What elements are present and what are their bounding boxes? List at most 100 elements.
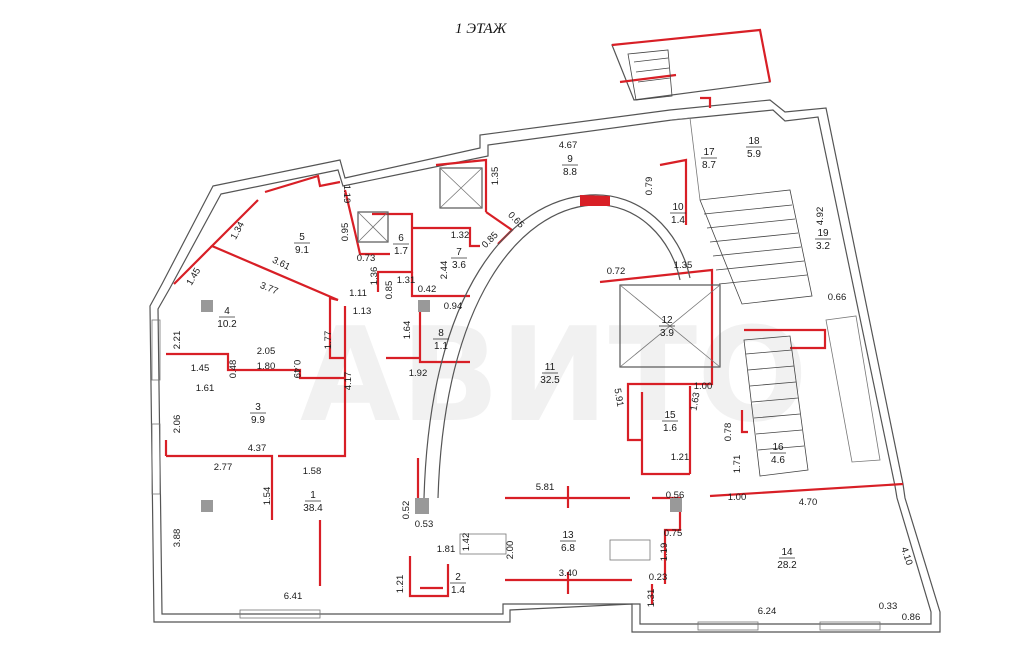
dimension-label: 0.42 <box>418 284 437 295</box>
dimension-label: 0.79 <box>644 177 655 196</box>
room-number: 19 <box>817 228 829 239</box>
room-area: 5.9 <box>747 149 761 160</box>
dimension-label: 1.31 <box>397 275 416 286</box>
dimension-label: 0.23 <box>649 572 668 583</box>
dimension-label: 0.52 <box>401 501 412 520</box>
dimension-label: 0.73 <box>357 253 376 264</box>
dimension-label: 2.06 <box>172 415 183 434</box>
room-area: 8.7 <box>702 160 716 171</box>
room-area: 3.6 <box>452 260 466 271</box>
dimension-label: 0.78 <box>723 423 734 442</box>
room-number: 11 <box>545 362 556 373</box>
room-label-6: 61.7 <box>393 233 409 257</box>
floor-title: 1 ЭТАЖ <box>455 21 508 37</box>
room-area: 1.6 <box>663 423 677 434</box>
room-number: 7 <box>456 247 462 258</box>
room-label-8: 81.1 <box>433 328 449 352</box>
room-number: 13 <box>562 530 574 541</box>
dimension-label: 2.05 <box>257 346 276 357</box>
stairs <box>627 49 881 477</box>
dimension-label: 2.21 <box>172 331 183 350</box>
dimension-label: 2.00 <box>505 541 516 560</box>
room-label-9: 98.8 <box>562 154 578 178</box>
dimension-label: 0.85 <box>480 230 501 251</box>
room-area: 8.8 <box>563 167 577 178</box>
dimension-label: 1.81 <box>437 544 456 555</box>
room-number: 12 <box>661 315 673 326</box>
dimension-label: 3.61 <box>270 255 291 273</box>
windows <box>151 319 881 631</box>
room-area: 1.7 <box>394 246 408 257</box>
room-area: 38.4 <box>303 503 323 514</box>
room-area: 32.5 <box>540 375 560 386</box>
room-label-18: 185.9 <box>746 136 762 160</box>
dimension-label: 1.19 <box>341 185 352 204</box>
room-number: 18 <box>748 136 760 147</box>
room-label-3: 39.9 <box>250 402 266 426</box>
dimension-label: 1.00 <box>728 492 747 503</box>
room-number: 10 <box>672 202 684 213</box>
dimension-label: 1.42 <box>461 533 472 552</box>
room-label-12: 123.9 <box>659 315 675 339</box>
room-number: 17 <box>703 147 715 158</box>
room-area: 10.2 <box>217 319 237 330</box>
room-area: 6.8 <box>561 543 575 554</box>
room-number: 5 <box>299 232 305 243</box>
dimension-label: 1.71 <box>732 455 743 474</box>
dimension-label: 1.77 <box>323 331 334 350</box>
partition-walls <box>164 28 904 604</box>
dimension-label: 1.63 <box>689 392 703 412</box>
dimension-label: 4.92 <box>815 207 826 226</box>
dimension-label: 1.36 <box>369 267 380 286</box>
dimension-label: 0.86 <box>902 612 921 623</box>
dimension-label: 0.95 <box>340 223 351 242</box>
room-number: 9 <box>567 154 573 165</box>
room-area: 3.2 <box>816 241 830 252</box>
room-label-7: 73.6 <box>451 247 467 271</box>
dimension-label: 4.10 <box>898 546 914 567</box>
dimension-label: 1.45 <box>191 363 210 374</box>
room-label-16: 164.6 <box>770 442 786 466</box>
dimension-label: 1.35 <box>490 167 501 186</box>
room-label-17: 178.7 <box>701 147 717 171</box>
room-label-19: 193.2 <box>815 228 831 252</box>
room-label-11: 11 32.5 <box>540 362 560 386</box>
room-number: 1 <box>310 490 316 501</box>
dimension-label: 1.64 <box>402 321 413 340</box>
dimension-label: 1.11 <box>349 288 367 299</box>
dimension-label: 4.70 <box>799 497 818 508</box>
dimension-label: 1.58 <box>303 466 322 477</box>
dimension-label: 6.41 <box>284 591 303 602</box>
room-number: 4 <box>224 306 230 317</box>
dimension-label: 3.88 <box>172 529 183 548</box>
room-label-2: 21.4 <box>450 572 466 596</box>
room-area: 4.6 <box>771 455 785 466</box>
dimension-label: 6.24 <box>758 606 777 617</box>
watermark: АВИТО <box>300 299 808 451</box>
dimension-label: 0.72 <box>607 266 626 277</box>
room-label-4: 410.2 <box>217 306 237 330</box>
room-label-1: 138.4 <box>303 490 323 514</box>
dimension-label: 1.31 <box>646 589 657 608</box>
room-area: 1.1 <box>434 341 448 352</box>
room-label-10: 101.4 <box>670 202 686 226</box>
room-area: 1.4 <box>671 215 685 226</box>
dimension-label: 1.13 <box>353 306 372 317</box>
dimension-label: 1.92 <box>409 368 428 379</box>
dimension-label: 0.49 <box>291 360 302 379</box>
dimension-label: 0.94 <box>444 301 463 312</box>
dimension-label: 1.21 <box>671 452 690 463</box>
dimension-label: 3.77 <box>258 280 279 297</box>
room-area: 28.2 <box>777 560 797 571</box>
dimension-label: 2.77 <box>214 462 233 473</box>
dimension-label: 0.48 <box>228 360 239 379</box>
dimension-label: 1.61 <box>196 383 215 394</box>
dimension-label: 1.35 <box>674 260 693 271</box>
dimension-label: 1.21 <box>395 575 406 594</box>
dimension-label: 1.19 <box>659 543 670 562</box>
room-number: 8 <box>438 328 444 339</box>
dimension-label: 5.91 <box>611 388 625 408</box>
room-area: 9.9 <box>251 415 265 426</box>
